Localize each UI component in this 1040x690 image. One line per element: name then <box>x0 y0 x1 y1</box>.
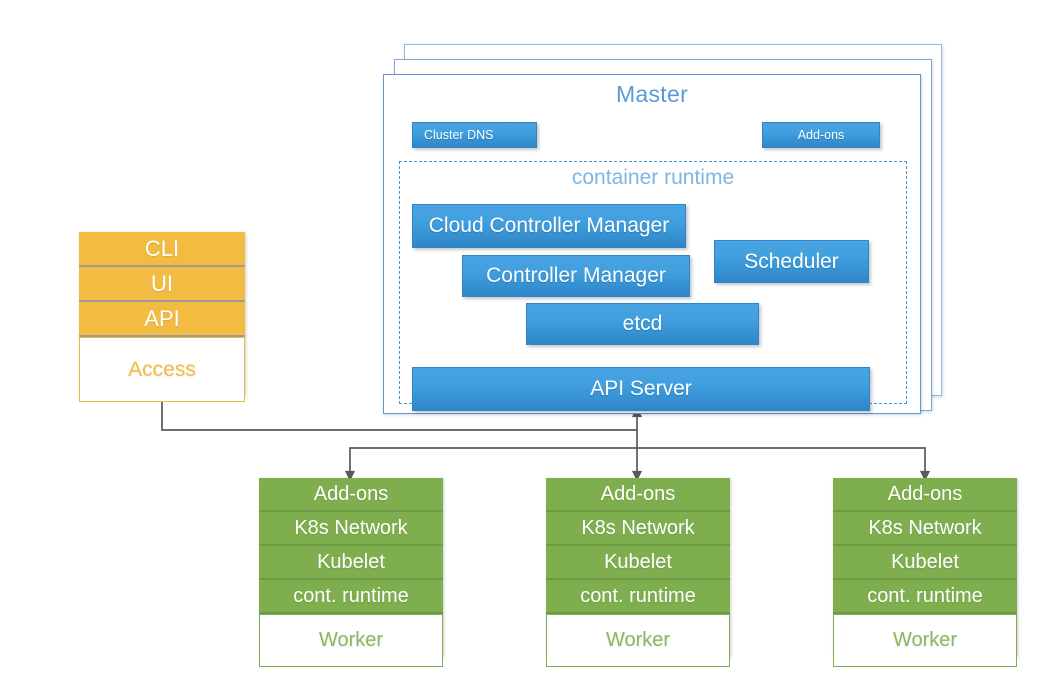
worker-node-1[interactable]: Add-ons K8s Network Kubelet cont. runtim… <box>259 478 443 667</box>
access-footer[interactable]: Access <box>79 337 245 402</box>
scheduler-box[interactable]: Scheduler <box>714 240 869 283</box>
worker-1-layer-addons[interactable]: Add-ons <box>259 478 443 512</box>
worker-3-footer[interactable]: Worker <box>833 614 1017 667</box>
cluster-dns-label: Cluster DNS <box>424 128 494 142</box>
master-title: Master <box>615 81 689 107</box>
worker-2-footer-label: Worker <box>605 629 671 651</box>
worker-2-network-label: K8s Network <box>581 516 695 539</box>
worker-3-layer-runtime[interactable]: cont. runtime <box>833 580 1017 614</box>
access-layer-cli-label: CLI <box>144 235 180 261</box>
access-layer-ui[interactable]: UI <box>79 267 245 302</box>
worker-3-layer-addons[interactable]: Add-ons <box>833 478 1017 512</box>
worker-2-layer-network[interactable]: K8s Network <box>546 512 730 546</box>
worker-3-layer-kubelet[interactable]: Kubelet <box>833 546 1017 580</box>
cloud-controller-manager-box[interactable]: Cloud Controller Manager <box>412 204 686 248</box>
etcd-box[interactable]: etcd <box>526 303 759 345</box>
worker-1-layer-kubelet[interactable]: Kubelet <box>259 546 443 580</box>
worker-2-layer-addons[interactable]: Add-ons <box>546 478 730 512</box>
controller-manager-box[interactable]: Controller Manager <box>462 255 690 297</box>
worker-2-runtime-label: cont. runtime <box>580 584 696 607</box>
access-layer-api[interactable]: API <box>79 302 245 337</box>
worker-1-footer-label: Worker <box>318 629 384 651</box>
worker-node-3[interactable]: Add-ons K8s Network Kubelet cont. runtim… <box>833 478 1017 667</box>
worker-3-network-label: K8s Network <box>868 516 982 539</box>
access-stack[interactable]: CLI UI API Access <box>79 232 245 402</box>
worker-2-footer[interactable]: Worker <box>546 614 730 667</box>
worker-1-addons-label: Add-ons <box>313 482 389 505</box>
bus-to-worker1 <box>344 447 637 482</box>
access-layer-cli[interactable]: CLI <box>79 232 245 267</box>
access-footer-label: Access <box>128 357 196 381</box>
container-runtime-title: container runtime <box>571 166 735 189</box>
bus-to-worker3 <box>637 447 931 482</box>
worker-3-addons-label: Add-ons <box>887 482 963 505</box>
worker-node-2[interactable]: Add-ons K8s Network Kubelet cont. runtim… <box>546 478 730 667</box>
master-addons-label: Add-ons <box>797 128 845 142</box>
worker-1-layer-network[interactable]: K8s Network <box>259 512 443 546</box>
cloud-controller-manager-label: Cloud Controller Manager <box>428 214 670 237</box>
worker-1-runtime-label: cont. runtime <box>293 584 409 607</box>
worker-3-runtime-label: cont. runtime <box>867 584 983 607</box>
worker-3-footer-label: Worker <box>892 629 958 651</box>
worker-1-footer[interactable]: Worker <box>259 614 443 667</box>
worker-2-kubelet-label: Kubelet <box>604 550 672 573</box>
access-layer-ui-label: UI <box>151 270 173 296</box>
worker-2-layer-kubelet[interactable]: Kubelet <box>546 546 730 580</box>
worker-3-kubelet-label: Kubelet <box>891 550 959 573</box>
worker-3-layer-network[interactable]: K8s Network <box>833 512 1017 546</box>
worker-1-network-label: K8s Network <box>294 516 408 539</box>
cluster-dns-box[interactable]: Cluster DNS <box>412 122 537 148</box>
api-server-box[interactable]: API Server <box>412 367 870 411</box>
master-node[interactable]: Master Cluster DNS Add-ons container run… <box>383 74 921 414</box>
scheduler-label: Scheduler <box>744 249 839 273</box>
master-addons-box[interactable]: Add-ons <box>762 122 880 148</box>
access-layer-api-label: API <box>144 305 180 331</box>
api-server-label: API Server <box>590 377 692 400</box>
controller-manager-label: Controller Manager <box>486 264 666 287</box>
worker-1-kubelet-label: Kubelet <box>317 550 385 573</box>
worker-2-layer-runtime[interactable]: cont. runtime <box>546 580 730 614</box>
worker-2-addons-label: Add-ons <box>600 482 676 505</box>
etcd-label: etcd <box>622 312 663 335</box>
worker-1-layer-runtime[interactable]: cont. runtime <box>259 580 443 614</box>
